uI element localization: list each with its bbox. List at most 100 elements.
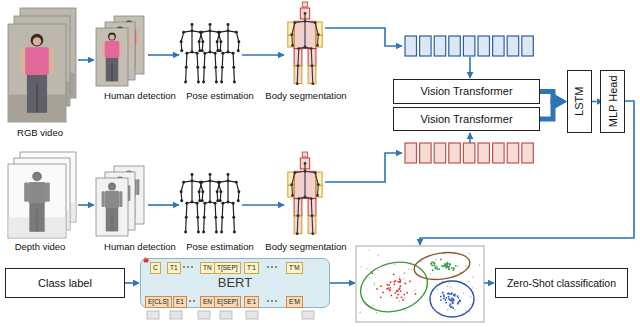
scatter-dot [445, 266, 447, 268]
skeleton-joint [232, 66, 235, 69]
skeleton-joint [296, 82, 299, 85]
segment-box [294, 21, 316, 48]
skeleton-joint [209, 179, 212, 182]
skeleton-limb [209, 181, 210, 202]
skeleton-limb [197, 203, 198, 232]
skeleton-joint [214, 52, 217, 55]
skeleton-joint [184, 231, 187, 234]
input-token [302, 311, 314, 319]
token-box [434, 143, 446, 163]
skeleton-joint [314, 171, 317, 174]
skeleton-joint [198, 49, 201, 52]
token-box [463, 36, 475, 56]
embedding-plot [356, 246, 484, 322]
scatter-dot [448, 266, 450, 268]
scatter-dot [472, 276, 473, 277]
skeleton-joint [191, 29, 194, 32]
scatter-dot [479, 264, 480, 265]
scatter-dot [431, 264, 433, 266]
scatter-dot [408, 269, 409, 270]
scatter-dot [434, 265, 436, 267]
flow-arrow [330, 282, 355, 284]
scatter-dot [386, 284, 388, 286]
skeleton-joint [216, 40, 219, 43]
scatter-dot [403, 278, 404, 279]
scatter-dot [440, 299, 442, 301]
scatter-dot [449, 299, 451, 301]
scatter-dot [470, 304, 471, 305]
scatter-dot [450, 306, 452, 308]
skeleton-joint [310, 47, 313, 50]
scatter-dot [448, 268, 450, 270]
depth-video-frames [8, 152, 76, 238]
skeleton-joint [191, 201, 194, 204]
skeleton-joint [209, 23, 212, 26]
scatter-dot [463, 292, 464, 293]
scatter-dot [403, 273, 404, 274]
scatter-dot [406, 292, 408, 294]
skeleton-joint [203, 202, 206, 205]
skeleton-joint [196, 66, 199, 69]
scatter-dot [459, 300, 461, 302]
flow-connector [125, 282, 133, 284]
token-box [478, 36, 490, 56]
segment-box [302, 152, 307, 157]
skeleton-joint [180, 190, 183, 193]
skeleton-joint [185, 52, 188, 55]
skeleton-joint [232, 52, 235, 55]
flow-arrow [469, 57, 471, 78]
scatter-dot [434, 268, 436, 270]
skeleton-joint [304, 170, 307, 173]
skeleton-limb [204, 53, 205, 82]
skeleton-joint [304, 46, 307, 49]
skeleton-joint [201, 190, 204, 193]
scatter-dot [449, 264, 451, 266]
scatter-dot [435, 259, 436, 260]
input-token [170, 311, 182, 319]
scatter-dot [435, 267, 437, 269]
scatter-dot [437, 289, 438, 290]
scatter-dot [421, 261, 422, 262]
scatter-dot [389, 290, 391, 292]
skeleton-joint [191, 179, 194, 182]
token-label: C [150, 262, 161, 274]
node-text: MLP Head [606, 76, 619, 128]
ellipsis-dot [193, 300, 195, 302]
scatter-dot [402, 299, 404, 301]
scatter-dot [394, 264, 395, 265]
scatter-dot [403, 294, 405, 296]
skeleton-joint [202, 231, 205, 234]
token-box [493, 143, 505, 163]
scatter-dot [434, 263, 436, 265]
arm [49, 48, 54, 73]
head [32, 172, 42, 182]
flow-arrow [148, 54, 179, 56]
skeleton-joint [214, 66, 217, 69]
arm [46, 183, 50, 202]
scatter-dot [393, 283, 395, 285]
skeleton-joint [198, 40, 201, 43]
segment-box [316, 185, 322, 197]
scatter-dot [414, 290, 415, 291]
skeleton-joint [185, 66, 188, 69]
flow-arrow [469, 133, 471, 143]
legs [106, 207, 118, 231]
skeleton-joint [216, 49, 219, 52]
scatter-dot [457, 302, 459, 304]
scatter-dot [433, 263, 435, 265]
ellipsis-dot [271, 266, 273, 268]
skeleton-limb [215, 53, 216, 82]
skeleton-joint [293, 171, 296, 174]
scatter-dot [431, 261, 433, 263]
detection-crops [96, 16, 144, 86]
scatter-dot [399, 278, 401, 280]
skeleton-limb [222, 53, 223, 82]
skeleton-joint [191, 51, 194, 54]
skeleton-joint [185, 202, 188, 205]
scatter-dot [447, 286, 448, 287]
skeleton-joint [304, 12, 307, 15]
scatter-dot [404, 310, 405, 311]
scatter-dot [448, 268, 450, 270]
scatter-dot [388, 284, 390, 286]
scatter-dot [378, 270, 379, 271]
